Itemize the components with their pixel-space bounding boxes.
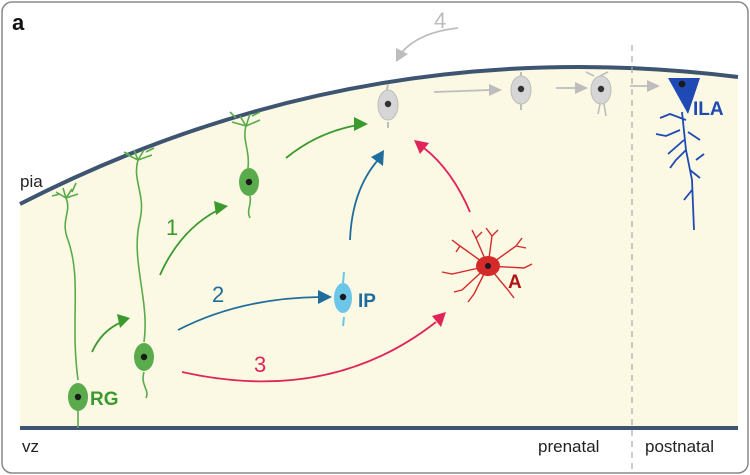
- rg-label: RG: [90, 389, 119, 410]
- gray-cell-1: [377, 83, 399, 128]
- gray-arrowhead-1: [489, 84, 502, 96]
- radial-glia-nucleus-2: [140, 353, 148, 361]
- vz-label: vz: [22, 437, 39, 456]
- astrocyte-nucleus: [485, 263, 491, 269]
- gray-cell-2: [510, 72, 532, 110]
- ila-label: ILA: [693, 99, 724, 120]
- pial-surface: [19, 65, 739, 206]
- gray-arrowhead-3: [647, 80, 660, 92]
- radial-glia-cell-1: [51, 182, 79, 428]
- ip-label: IP: [358, 291, 376, 312]
- cortex-tissue: [20, 67, 738, 428]
- pathway-2-arrows: [177, 159, 379, 331]
- gray-arrows: [401, 27, 648, 93]
- ila-soma: [668, 78, 700, 114]
- pathway-2-arrowhead-a: [318, 290, 332, 304]
- pia-label: pia: [20, 172, 43, 191]
- pathway-1-arrowhead-c: [354, 117, 368, 131]
- intermediate-progenitor: [334, 271, 352, 327]
- pathway-1-arrowhead-b: [214, 201, 228, 215]
- radial-glia-cell-3: [229, 111, 261, 219]
- pathway-4-label: 4: [434, 8, 446, 33]
- pathway-1-arrows: [91, 124, 359, 353]
- pathway-3-label: 3: [254, 352, 266, 377]
- pathway-3-arrowhead-a: [432, 312, 446, 327]
- gray-cell-3: [585, 71, 612, 117]
- radial-glia-cell-2: [123, 147, 155, 399]
- ila-nucleus: [678, 80, 686, 88]
- pathway-3-arrows: [181, 147, 471, 383]
- prenatal-label: prenatal: [538, 437, 599, 456]
- gray-arrowhead-4: [396, 48, 408, 62]
- gray-arrowhead-2: [575, 82, 588, 94]
- postnatal-label: postnatal: [645, 437, 714, 456]
- astrocyte-label: A: [508, 272, 522, 293]
- pathway-2-arrowhead-b: [371, 150, 384, 166]
- pathway-1-arrowhead-a: [117, 314, 130, 328]
- pathway-2-label: 2: [212, 282, 224, 307]
- radial-glia-nucleus-3: [245, 178, 253, 186]
- radial-glia-nucleus-1: [74, 393, 82, 401]
- panel-label: a: [12, 10, 25, 35]
- pathway-3-arrowhead-b: [414, 140, 429, 154]
- pathway-1-label: 1: [166, 215, 178, 240]
- ila-neuron: [655, 111, 705, 231]
